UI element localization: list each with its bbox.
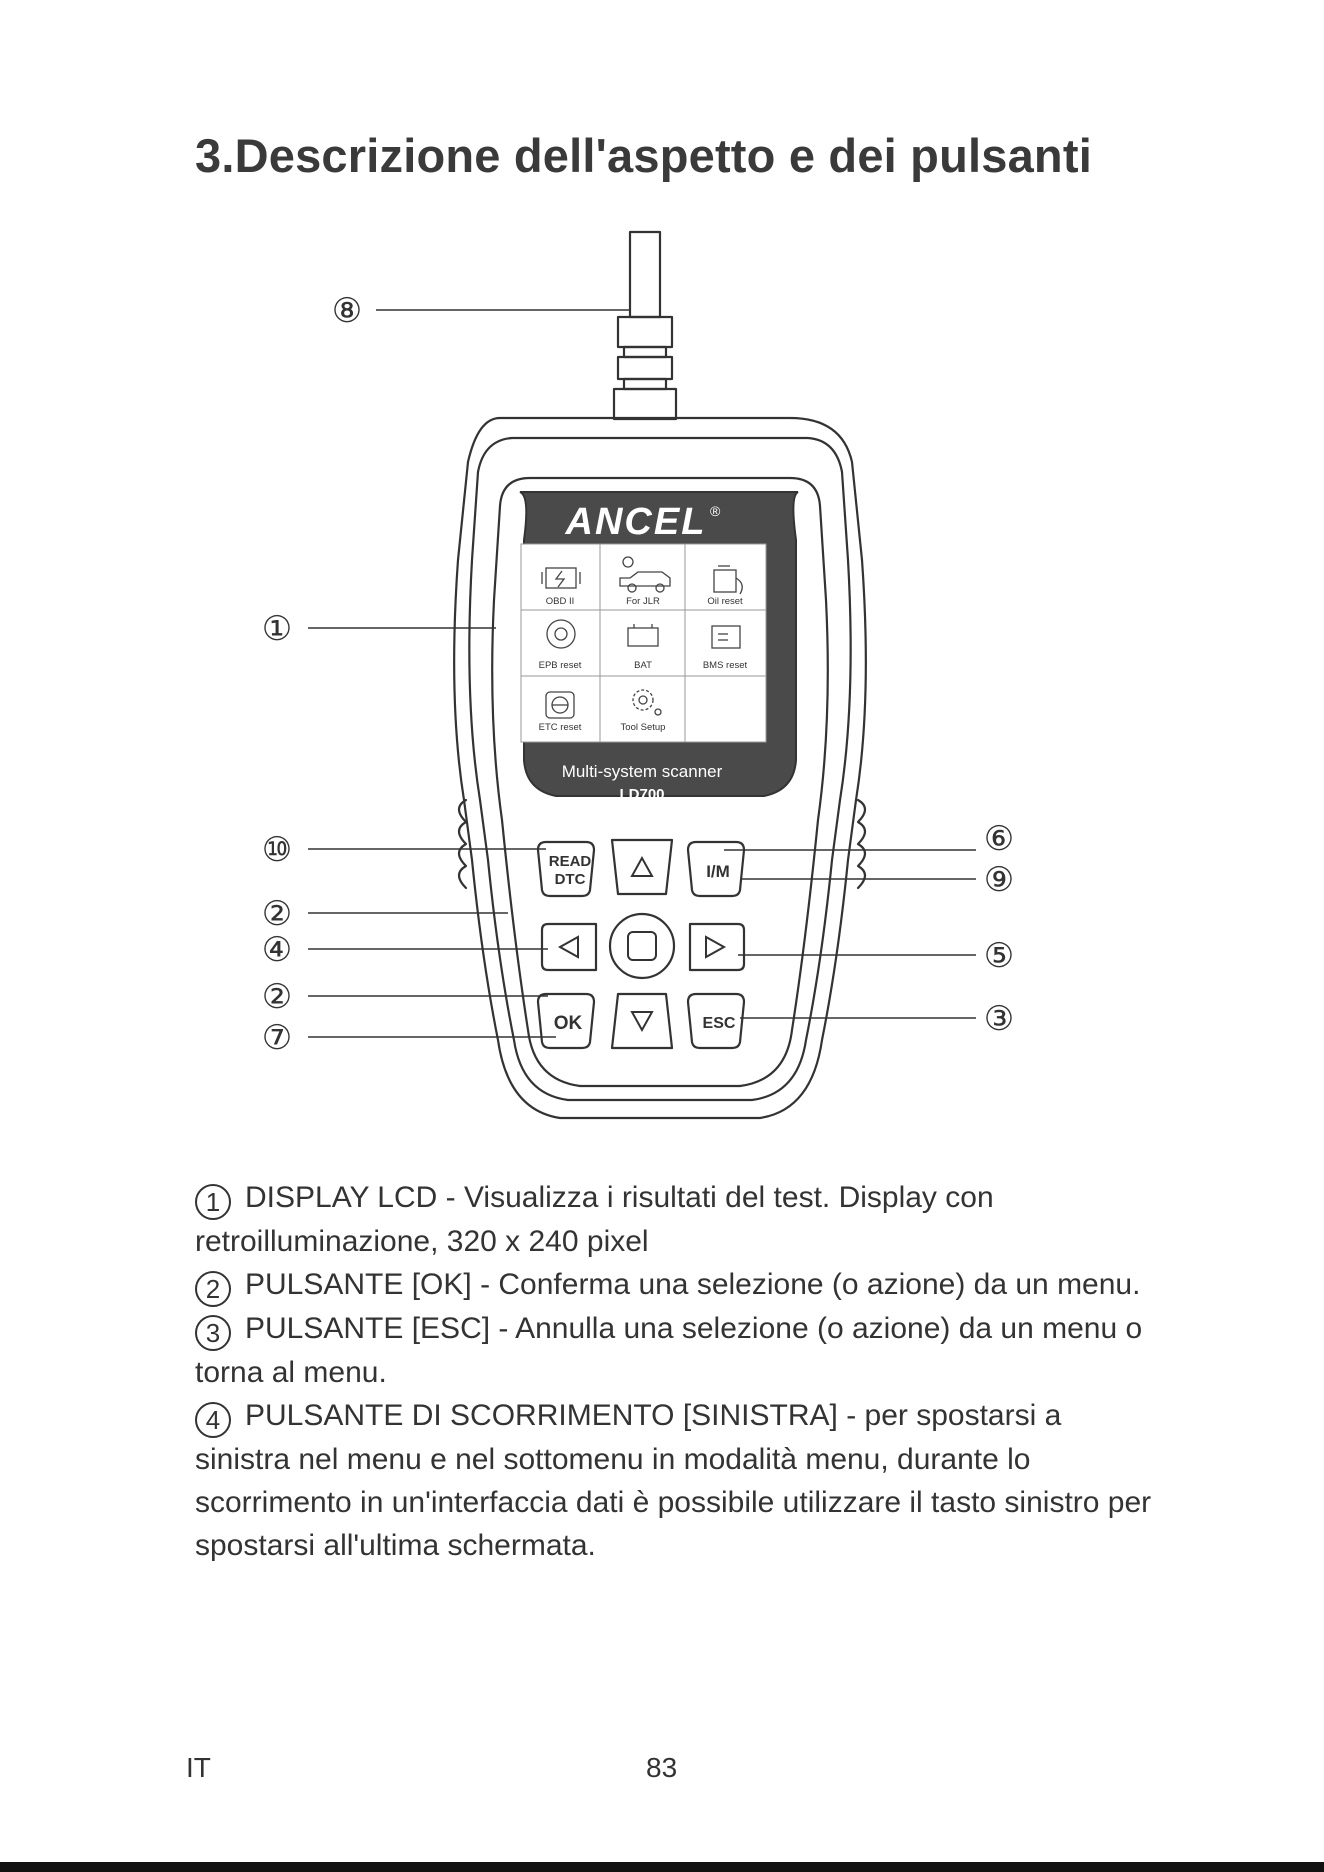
car-icon — [619, 556, 671, 593]
callout-2: ② — [262, 894, 292, 934]
center-button[interactable] — [608, 912, 676, 980]
description-item: 2 PULSANTE [OK] - Conferma una selezione … — [195, 1263, 1155, 1307]
square-icon — [627, 931, 657, 961]
up-arrow-icon — [630, 855, 654, 877]
item-number: 4 — [195, 1402, 231, 1438]
tile-label: BMS reset — [703, 660, 748, 671]
callout-9: ⑨ — [984, 860, 1014, 900]
item-number: 2 — [195, 1271, 231, 1307]
ok-button[interactable] — [536, 992, 596, 1050]
page-number: 83 — [646, 1752, 678, 1783]
bottom-rule — [0, 1862, 1324, 1872]
bms-icon — [711, 625, 741, 649]
description-text: DISPLAY LCD - Visualizza i risultati del… — [195, 1181, 994, 1258]
callout-5: ⑤ — [984, 936, 1014, 976]
device-subtitle: Multi-system scanner — [562, 762, 723, 781]
callout-1: ① — [262, 609, 292, 649]
obd-cable — [612, 230, 678, 421]
gear-icon — [632, 689, 662, 716]
description-text: PULSANTE [OK] - Conferma una selezione (… — [245, 1268, 1141, 1301]
left-button[interactable] — [540, 922, 598, 972]
callout-8: ⑧ — [332, 291, 362, 331]
callout-10: ⑩ — [262, 830, 292, 870]
tile-label: OBD II — [546, 596, 575, 607]
device-body-outer — [453, 416, 867, 1120]
device-body-inner — [468, 436, 852, 1102]
brake-disc-icon — [546, 619, 576, 649]
page-title: 3.Descrizione dell'aspetto e dei pulsant… — [195, 129, 1092, 182]
callout-7: ⑦ — [262, 1018, 292, 1058]
footer-language: IT — [186, 1752, 211, 1783]
read-dtc-label: DTC — [555, 871, 586, 888]
description-text: PULSANTE DI SCORRIMENTO [SINISTRA] - per… — [195, 1399, 1152, 1562]
esc-button[interactable] — [686, 992, 746, 1050]
device-model: LD700 — [619, 786, 664, 803]
callout-2: ② — [262, 977, 292, 1017]
tile-label: For JLR — [626, 596, 660, 607]
up-button[interactable] — [610, 838, 674, 896]
right-button[interactable] — [688, 922, 746, 972]
brand-logo: ANCEL — [565, 501, 707, 543]
lcd-screen — [520, 543, 767, 743]
item-number: 1 — [195, 1184, 231, 1220]
read-dtc-button[interactable] — [536, 840, 596, 898]
left-arrow-icon — [557, 935, 579, 959]
ok-label: OK — [554, 1013, 583, 1034]
im-button[interactable] — [686, 840, 746, 898]
item-number: 3 — [195, 1315, 231, 1351]
esc-label: ESC — [703, 1015, 736, 1032]
tile-label: Oil reset — [707, 596, 743, 607]
device-face — [491, 476, 829, 1088]
callout-3: ③ — [984, 999, 1014, 1039]
throttle-icon — [545, 691, 575, 719]
callout-4: ④ — [262, 930, 292, 970]
oil-can-icon — [713, 565, 743, 595]
down-arrow-icon — [630, 1011, 654, 1033]
read-dtc-label: READ — [549, 853, 592, 870]
registered-mark: ® — [710, 503, 721, 519]
engine-icon — [541, 567, 581, 589]
callout-6: ⑥ — [984, 819, 1014, 859]
tile-label: Tool Setup — [621, 722, 666, 733]
down-button[interactable] — [610, 992, 674, 1050]
tile-label: BAT — [634, 660, 652, 671]
tile-label: EPB reset — [539, 660, 582, 671]
description-text: PULSANTE [ESC] - Annulla una selezione (… — [195, 1312, 1143, 1389]
battery-icon — [627, 624, 659, 647]
im-label: I/M — [706, 862, 730, 881]
right-arrow-icon — [705, 935, 727, 959]
tile-label: ETC reset — [539, 722, 582, 733]
